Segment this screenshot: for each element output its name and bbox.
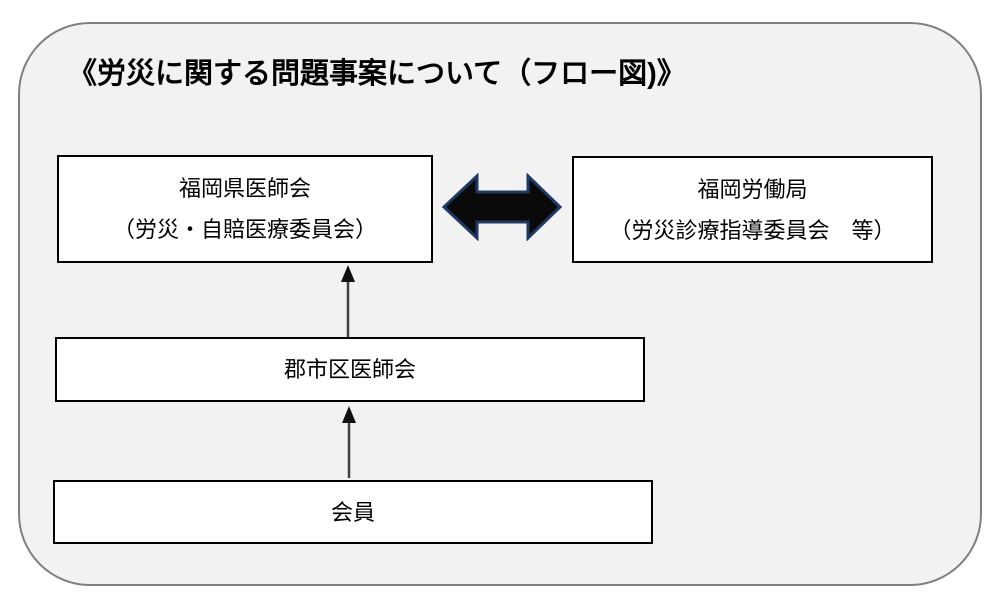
node-name: 福岡県医師会 <box>178 176 311 201</box>
up-arrow-icon <box>341 265 355 337</box>
node-subtitle: （労災診療指導委員会 等） <box>609 217 896 243</box>
node-subtitle: （労災・自賠医療委員会） <box>112 217 377 242</box>
double-headed-arrow-icon <box>441 173 563 241</box>
node-name: 会員 <box>330 499 375 525</box>
node-member: 会員 <box>53 480 653 544</box>
diagram-title: 《労災に関する問題事案について（フロー図)》 <box>68 58 686 90</box>
node-fukuoka-labor-bureau: 福岡労働局 （労災診療指導委員会 等） <box>572 156 933 263</box>
node-name: 郡市区医師会 <box>283 357 416 382</box>
node-district-medical-association: 郡市区医師会 <box>55 337 645 402</box>
up-arrow-icon <box>342 406 356 478</box>
node-fukuoka-medical-association: 福岡県医師会 （労災・自賠医療委員会） <box>57 155 433 263</box>
node-name: 福岡労働局 <box>697 176 808 202</box>
